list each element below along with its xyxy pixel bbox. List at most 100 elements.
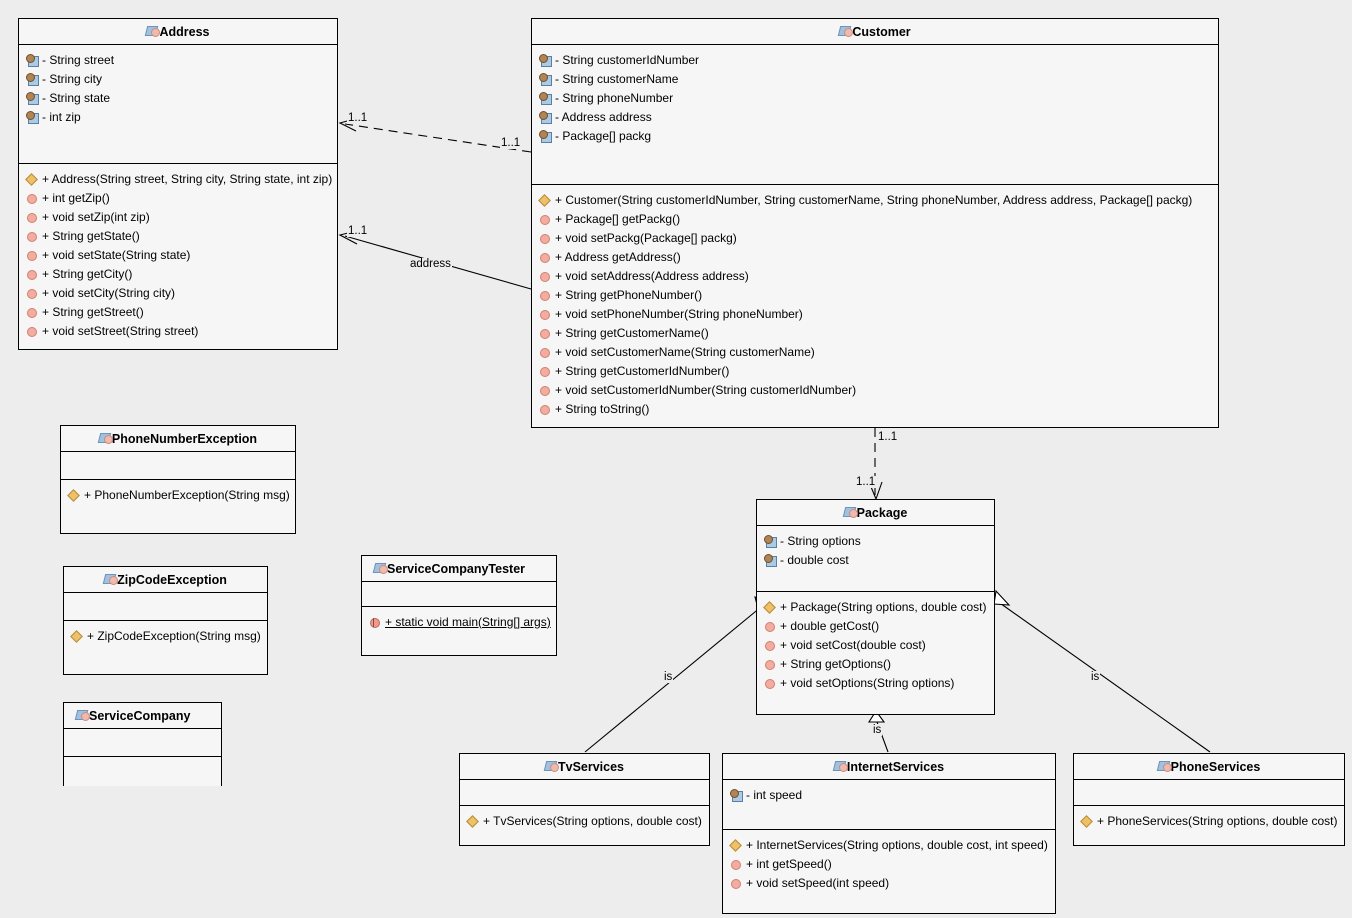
method-row[interactable]: + String getState() [19, 226, 337, 245]
method-row[interactable]: + TvServices(String options, double cost… [460, 811, 709, 830]
member-label: + String getPhoneNumber() [555, 287, 703, 302]
method-icon [764, 620, 777, 632]
method-row[interactable]: + void setPackg(Package[] packg) [532, 228, 1218, 247]
method-row[interactable]: + int getSpeed() [723, 854, 1055, 873]
class-icon [99, 431, 113, 444]
class-box-service-company-tester[interactable]: ServiceCompanyTester + static void main(… [361, 555, 557, 656]
method-row[interactable]: + ZipCodeException(String msg) [64, 626, 267, 645]
field-row[interactable]: - String city [19, 69, 337, 88]
class-title: InternetServices [846, 760, 945, 774]
field-row[interactable]: - String customerName [532, 69, 1218, 88]
edge-tv-is-package [584, 596, 771, 753]
method-row[interactable]: + void setPhoneNumber(String phoneNumber… [532, 304, 1218, 323]
field-icon [26, 91, 39, 105]
member-label: - Address address [555, 109, 652, 124]
class-title: TvServices [557, 760, 625, 774]
field-row[interactable]: - int zip [19, 107, 337, 126]
method-row[interactable]: + void setCustomerName(String customerNa… [532, 342, 1218, 361]
method-row[interactable]: + Package[] getPackg() [532, 209, 1218, 228]
method-row[interactable]: + String getPhoneNumber() [532, 285, 1218, 304]
class-title: ServiceCompanyTester [387, 562, 526, 576]
method-row[interactable]: + void setSpeed(int speed) [723, 873, 1055, 892]
method-row[interactable]: + void setCity(String city) [19, 283, 337, 302]
edge-label-address-dependency-source: 1..1 [500, 137, 522, 149]
class-header-internet-services: InternetServices [723, 754, 1055, 780]
field-icon [764, 553, 777, 567]
method-icon [539, 327, 552, 339]
member-label: + static void main(String[] args) [385, 614, 551, 629]
method-row[interactable]: + void setZip(int zip) [19, 207, 337, 226]
method-row[interactable]: + Package(String options, double cost) [757, 597, 994, 616]
field-row[interactable]: - Address address [532, 107, 1218, 126]
member-label: + Customer(String customerIdNumber, Stri… [555, 192, 1193, 207]
field-row[interactable]: - String options [757, 531, 994, 550]
method-row[interactable]: + int getZip() [19, 188, 337, 207]
method-icon [26, 211, 39, 223]
class-title: PhoneServices [1170, 760, 1261, 774]
member-label: + void setState(String state) [42, 247, 191, 262]
class-box-customer[interactable]: Customer - String customerIdNumber - Str… [531, 18, 1219, 428]
class-box-package[interactable]: Package - String options - double cost +… [756, 499, 995, 715]
method-icon [26, 192, 39, 204]
field-icon [539, 53, 552, 67]
member-label: + int getZip() [42, 190, 110, 205]
method-row[interactable]: + Customer(String customerIdNumber, Stri… [532, 190, 1218, 209]
class-box-internet-services[interactable]: InternetServices - int speed + InternetS… [722, 753, 1056, 914]
edge-label-package-dependency-target: 1..1 [855, 476, 877, 488]
class-header-phone-number-exception: PhoneNumberException [61, 426, 295, 452]
method-row[interactable]: + static void main(String[] args) [362, 612, 556, 631]
fields-compartment-address: - String street - String city - String s… [19, 45, 337, 164]
method-row[interactable]: + void setCustomerIdNumber(String custom… [532, 380, 1218, 399]
method-row[interactable]: + Address(String street, String city, St… [19, 169, 337, 188]
method-icon [26, 268, 39, 280]
method-row[interactable]: + double getCost() [757, 616, 994, 635]
method-row[interactable]: + void setAddress(Address address) [532, 266, 1218, 285]
class-icon [104, 572, 119, 585]
member-label: + void setSpeed(int speed) [746, 875, 890, 890]
method-row[interactable]: + PhoneServices(String options, double c… [1074, 811, 1344, 830]
edge-label-address-association-name: address [409, 258, 452, 270]
method-row[interactable]: + String getOptions() [757, 654, 994, 673]
class-header-phone-services: PhoneServices [1074, 754, 1344, 780]
field-row[interactable]: - int speed [723, 785, 1055, 804]
member-label: + double getCost() [780, 618, 880, 633]
member-label: + String getCustomerIdNumber() [555, 363, 730, 378]
method-row[interactable]: + void setOptions(String options) [757, 673, 994, 692]
field-row[interactable]: - String state [19, 88, 337, 107]
method-row[interactable]: + void setState(String state) [19, 245, 337, 264]
method-row[interactable]: + void setCost(double cost) [757, 635, 994, 654]
class-icon [834, 759, 848, 772]
fields-compartment-internet-services: - int speed [723, 780, 1055, 830]
method-row[interactable]: + String getCustomerName() [532, 323, 1218, 342]
method-row[interactable]: + InternetServices(String options, doubl… [723, 835, 1055, 854]
class-box-phone-services[interactable]: PhoneServices + PhoneServices(String opt… [1073, 753, 1345, 846]
method-icon [539, 213, 552, 225]
methods-compartment-package: + Package(String options, double cost) +… [757, 592, 994, 698]
method-row[interactable]: + Address getAddress() [532, 247, 1218, 266]
member-label: - Package[] packg [555, 128, 652, 143]
field-row[interactable]: - String customerIdNumber [532, 50, 1218, 69]
field-row[interactable]: - String street [19, 50, 337, 69]
field-row[interactable]: - Package[] packg [532, 126, 1218, 145]
method-row[interactable]: + String getCustomerIdNumber() [532, 361, 1218, 380]
field-row[interactable]: - double cost [757, 550, 994, 569]
method-row[interactable]: + void setStreet(String street) [19, 321, 337, 340]
class-box-address[interactable]: Address - String street - String city - … [18, 18, 338, 350]
method-icon [764, 658, 777, 670]
class-header-customer: Customer [532, 19, 1218, 45]
class-box-tv-services[interactable]: TvServices + TvServices(String options, … [459, 753, 710, 846]
class-header-tv-services: TvServices [460, 754, 709, 780]
method-row[interactable]: + String toString() [532, 399, 1218, 418]
member-label: + void setCost(double cost) [780, 637, 926, 652]
method-row[interactable]: + String getStreet() [19, 302, 337, 321]
member-label: + String getState() [42, 228, 140, 243]
field-row[interactable]: - String phoneNumber [532, 88, 1218, 107]
class-box-phone-number-exception[interactable]: PhoneNumberException + PhoneNumberExcept… [60, 425, 296, 534]
method-row[interactable]: + PhoneNumberException(String msg) [61, 485, 295, 504]
class-box-zip-code-exception[interactable]: ZipCodeException + ZipCodeException(Stri… [63, 566, 268, 675]
class-box-service-company[interactable]: ServiceCompany [63, 702, 222, 786]
method-row[interactable]: + String getCity() [19, 264, 337, 283]
class-title: ZipCodeException [117, 573, 227, 587]
method-icon [26, 325, 39, 337]
method-icon [26, 287, 39, 299]
